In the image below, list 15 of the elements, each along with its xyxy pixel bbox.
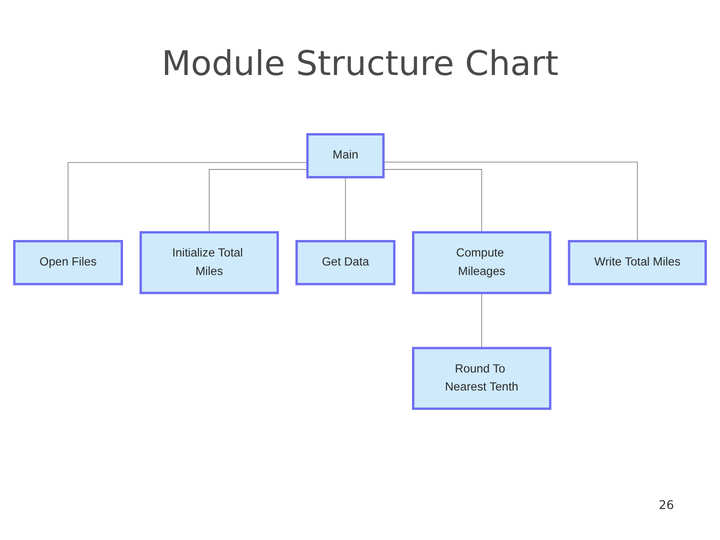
connector: [208, 169, 308, 233]
node-box: Open Files: [13, 240, 123, 286]
connector: [68, 162, 308, 242]
connector: [481, 292, 482, 348]
connector: [383, 169, 482, 233]
page-number: 26: [658, 498, 674, 512]
node-box: Initialize Total Miles: [140, 231, 279, 294]
node-box: Get Data: [295, 240, 396, 286]
node-box: Main: [306, 133, 385, 178]
node-box: Write Total Miles: [568, 240, 707, 286]
connector: [345, 176, 346, 242]
connector: [383, 162, 638, 242]
node-box: Round To Nearest Tenth: [412, 346, 552, 410]
diagram-title: Module Structure Chart: [162, 44, 558, 84]
node-box: Compute Mileages: [412, 231, 552, 294]
